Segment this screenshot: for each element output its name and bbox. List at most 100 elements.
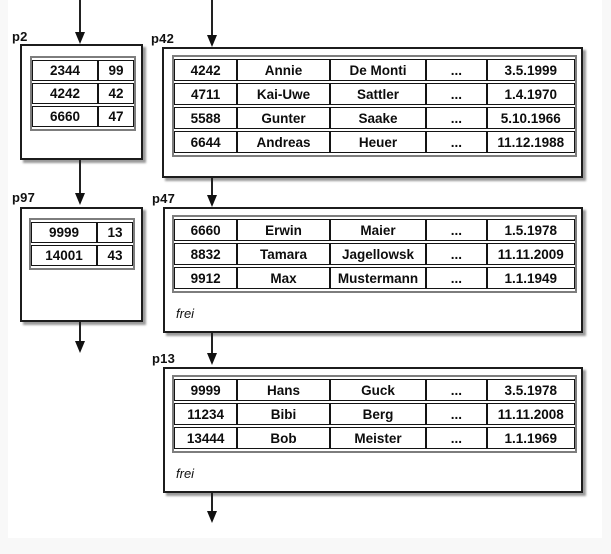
table-row: 9912 Max Mustermann ... 1.1.1949 bbox=[174, 267, 575, 289]
page-box-p13: 9999 Hans Guck ... 3.5.1978 11234 Bibi B… bbox=[163, 367, 583, 493]
arrow-head-icon bbox=[207, 353, 217, 365]
table-row: 13444 Bob Meister ... 1.1.1969 bbox=[174, 427, 575, 449]
cell-page-ref: 47 bbox=[98, 106, 134, 127]
cell-first-name: Annie bbox=[237, 59, 330, 81]
arrow-head-icon bbox=[75, 32, 85, 44]
table-row: 2344 99 bbox=[32, 60, 134, 81]
table-row: 4711 Kai-Uwe Sattler ... 1.4.1970 bbox=[174, 83, 575, 105]
page-box-p97: 9999 13 14001 43 bbox=[20, 207, 143, 322]
page-label-p97: p97 bbox=[12, 190, 36, 205]
page-label-p42: p42 bbox=[151, 31, 175, 46]
cell-last-name: Guck bbox=[329, 379, 427, 401]
cell-date: 5.10.1966 bbox=[486, 107, 575, 129]
cell-last-name: Sattler bbox=[329, 83, 427, 105]
cell-first-name: Tamara bbox=[237, 243, 330, 265]
cell-id: 4711 bbox=[174, 83, 238, 105]
table-row: 9999 13 bbox=[31, 222, 133, 243]
cell-last-name: Meister bbox=[329, 427, 427, 449]
data-table-p47: 6660 Erwin Maier ... 1.5.1978 8832 Tamar… bbox=[172, 215, 577, 293]
cell-ellipsis: ... bbox=[426, 403, 487, 425]
page-label-p2: p2 bbox=[12, 29, 28, 44]
cell-page-ref: 43 bbox=[97, 245, 133, 266]
index-table-p97: 9999 13 14001 43 bbox=[29, 218, 135, 270]
cell-first-name: Max bbox=[237, 267, 330, 289]
cell-date: 1.1.1949 bbox=[486, 267, 575, 289]
cell-page-ref: 99 bbox=[98, 60, 134, 81]
cell-id: 9999 bbox=[174, 379, 238, 401]
cell-last-name: Saake bbox=[329, 107, 427, 129]
cell-last-name: Berg bbox=[329, 403, 427, 425]
arrow-line bbox=[79, 322, 81, 342]
table-row: 6644 Andreas Heuer ... 11.12.1988 bbox=[174, 131, 575, 153]
cell-date: 1.1.1969 bbox=[486, 427, 575, 449]
table-row: 14001 43 bbox=[31, 245, 133, 266]
arrow-line bbox=[211, 0, 213, 36]
cell-id: 5588 bbox=[174, 107, 238, 129]
arrow-head-icon bbox=[75, 193, 85, 205]
free-space-label: frei bbox=[176, 466, 195, 481]
table-row: 5588 Gunter Saake ... 5.10.1966 bbox=[174, 107, 575, 129]
cell-id: 6660 bbox=[174, 219, 238, 241]
cell-ellipsis: ... bbox=[426, 131, 487, 153]
page-box-p47: 6660 Erwin Maier ... 1.5.1978 8832 Tamar… bbox=[163, 207, 583, 333]
cell-ellipsis: ... bbox=[426, 379, 487, 401]
cell-id: 13444 bbox=[174, 427, 238, 449]
cell-key: 2344 bbox=[32, 60, 98, 81]
cell-first-name: Bob bbox=[237, 427, 330, 449]
cell-date: 11.12.1988 bbox=[486, 131, 575, 153]
cell-date: 3.5.1999 bbox=[486, 59, 575, 81]
arrow-line bbox=[211, 493, 213, 512]
cell-page-ref: 13 bbox=[97, 222, 133, 243]
cell-ellipsis: ... bbox=[426, 243, 487, 265]
cell-id: 11234 bbox=[174, 403, 238, 425]
arrow-head-icon bbox=[207, 35, 217, 47]
table-row: 6660 Erwin Maier ... 1.5.1978 bbox=[174, 219, 575, 241]
page-box-p42: 4242 Annie De Monti ... 3.5.1999 4711 Ka… bbox=[162, 47, 583, 178]
arrow-head-icon bbox=[75, 341, 85, 353]
cell-ellipsis: ... bbox=[426, 59, 487, 81]
cell-last-name: Jagellowsk bbox=[329, 243, 427, 265]
table-row: 6660 47 bbox=[32, 106, 134, 127]
cell-last-name: De Monti bbox=[329, 59, 427, 81]
cell-id: 8832 bbox=[174, 243, 238, 265]
data-table-p42: 4242 Annie De Monti ... 3.5.1999 4711 Ka… bbox=[172, 55, 577, 157]
cell-key: 6660 bbox=[32, 106, 98, 127]
page-box-p2: 2344 99 4242 42 6660 47 bbox=[20, 44, 143, 160]
cell-page-ref: 42 bbox=[98, 83, 134, 104]
arrow-head-icon bbox=[207, 195, 217, 207]
cell-date: 1.5.1978 bbox=[486, 219, 575, 241]
cell-date: 3.5.1978 bbox=[486, 379, 575, 401]
cell-id: 4242 bbox=[174, 59, 238, 81]
arrow-line bbox=[79, 0, 81, 33]
table-row: 8832 Tamara Jagellowsk ... 11.11.2009 bbox=[174, 243, 575, 265]
cell-first-name: Bibi bbox=[237, 403, 330, 425]
cell-date: 1.4.1970 bbox=[486, 83, 575, 105]
cell-id: 6644 bbox=[174, 131, 238, 153]
cell-first-name: Kai-Uwe bbox=[237, 83, 330, 105]
arrow-line bbox=[211, 333, 213, 354]
cell-key: 4242 bbox=[32, 83, 98, 104]
cell-last-name: Heuer bbox=[329, 131, 427, 153]
table-row: 11234 Bibi Berg ... 11.11.2008 bbox=[174, 403, 575, 425]
cell-ellipsis: ... bbox=[426, 219, 487, 241]
cell-first-name: Andreas bbox=[237, 131, 330, 153]
page-label-p47: p47 bbox=[152, 191, 176, 206]
cell-first-name: Gunter bbox=[237, 107, 330, 129]
cell-ellipsis: ... bbox=[426, 427, 487, 449]
cell-ellipsis: ... bbox=[426, 83, 487, 105]
arrow-line bbox=[79, 160, 81, 194]
page-label-p13: p13 bbox=[152, 351, 176, 366]
cell-key: 14001 bbox=[31, 245, 97, 266]
cell-date: 11.11.2009 bbox=[486, 243, 575, 265]
index-table-p2: 2344 99 4242 42 6660 47 bbox=[30, 56, 136, 131]
cell-first-name: Hans bbox=[237, 379, 330, 401]
cell-ellipsis: ... bbox=[426, 267, 487, 289]
arrow-line bbox=[211, 178, 213, 196]
table-row: 4242 42 bbox=[32, 83, 134, 104]
cell-ellipsis: ... bbox=[426, 107, 487, 129]
cell-id: 9912 bbox=[174, 267, 238, 289]
data-table-p13: 9999 Hans Guck ... 3.5.1978 11234 Bibi B… bbox=[172, 375, 577, 453]
arrow-head-icon bbox=[207, 511, 217, 523]
cell-first-name: Erwin bbox=[237, 219, 330, 241]
